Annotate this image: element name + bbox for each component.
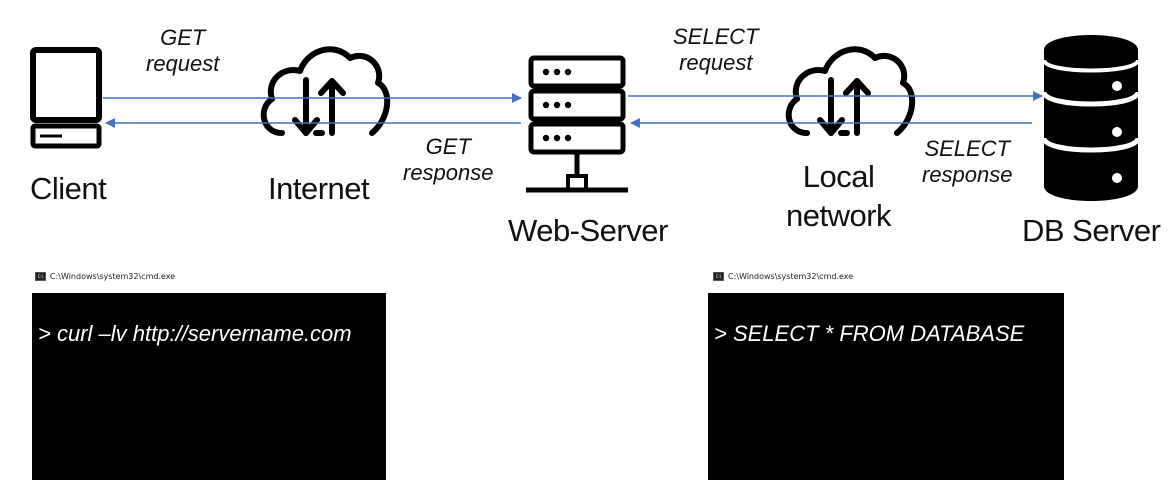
database-icon — [1041, 35, 1141, 201]
select-response-label-line1: SELECT — [924, 136, 1011, 161]
cmd-icon: C:\ — [35, 272, 46, 281]
local-network-label-line2: network — [786, 198, 892, 233]
cmd-window-title-left[interactable]: C:\ C:\Windows\system32\cmd.exe — [35, 272, 175, 281]
console-command: > curl –lv http://servername.com — [38, 321, 352, 346]
cmd-window-title-right[interactable]: C:\ C:\Windows\system32\cmd.exe — [713, 272, 853, 281]
select-request-label: SELECT request — [673, 24, 759, 76]
get-request-label-line1: GET — [160, 25, 206, 50]
server-rack-icon — [526, 55, 628, 193]
cmd-title-text: C:\Windows\system32\cmd.exe — [728, 272, 854, 281]
select-request-label-line1: SELECT — [673, 24, 759, 49]
get-response-label-line1: GET — [425, 134, 471, 159]
db-server-label: DB Server — [1022, 213, 1161, 248]
select-request-label-line2: request — [679, 50, 753, 75]
cmd-console-right[interactable]: > SELECT * FROM DATABASE — [708, 293, 1064, 480]
computer-icon — [30, 47, 102, 149]
web-server-label: Web-Server — [508, 213, 668, 248]
cloud-upload-download-icon — [785, 46, 916, 136]
local-network-label-line1: Local — [802, 159, 875, 194]
get-response-label: GET response — [403, 134, 494, 186]
get-request-label-line2: request — [146, 51, 220, 76]
select-response-label-line2: response — [922, 162, 1013, 187]
cloud-upload-download-icon — [260, 46, 391, 136]
cmd-console-left[interactable]: > curl –lv http://servername.com — [32, 293, 386, 480]
get-response-label-line2: response — [403, 160, 494, 185]
console-command: > SELECT * FROM DATABASE — [714, 321, 1025, 346]
cmd-title-text: C:\Windows\system32\cmd.exe — [50, 272, 176, 281]
get-request-label: GET request — [146, 25, 219, 77]
client-label: Client — [30, 171, 107, 206]
local-network-label: Local network — [786, 157, 892, 235]
select-response-label: SELECT response — [922, 136, 1013, 188]
internet-label: Internet — [268, 171, 370, 206]
cmd-icon: C:\ — [713, 272, 724, 281]
